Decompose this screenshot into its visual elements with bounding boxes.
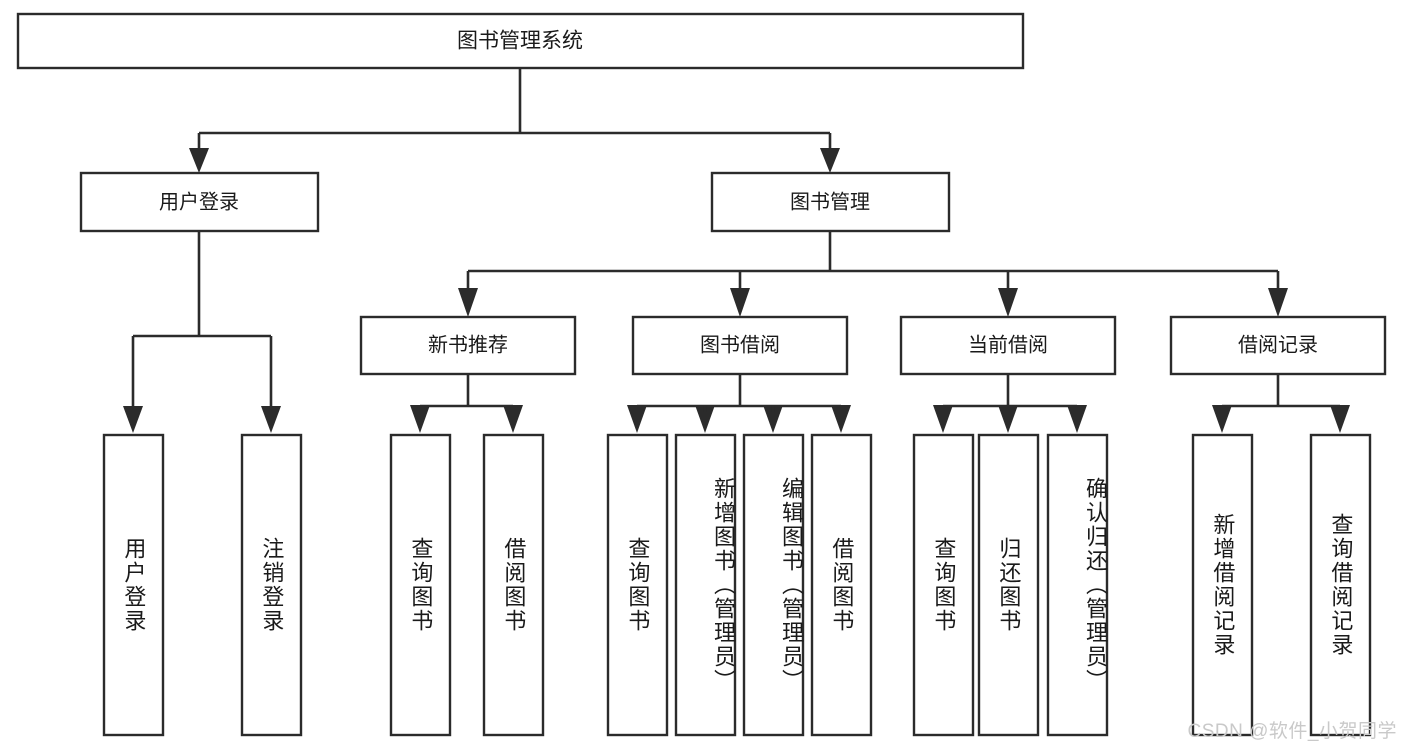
node-current-borrow-label: 当前借阅 — [968, 333, 1048, 356]
arrow-borrow-l2 — [695, 405, 715, 433]
connector-group-user-login — [123, 231, 281, 433]
arrow-newbook-l2 — [503, 405, 523, 433]
arrow-newbook-l1 — [410, 405, 430, 433]
arrow-book-to-c2 — [730, 288, 750, 317]
node-root-system[interactable]: 图书管理系统 — [16, 12, 1025, 70]
arrow-borrow-l1 — [627, 405, 647, 433]
leaf-box-br-add-record[interactable] — [1191, 433, 1254, 737]
node-book-management-box[interactable] — [710, 171, 951, 233]
connector-group-book-management — [458, 231, 1288, 317]
node-book-management[interactable]: 图书管理 — [710, 171, 951, 233]
node-user-login[interactable]: 用户登录 — [79, 171, 320, 233]
leaf-box-bb-edit-book[interactable] — [742, 433, 805, 737]
arrow-book-to-c4 — [1268, 288, 1288, 317]
connector-group-root — [189, 68, 840, 173]
leaf-box-nb-borrow-book[interactable] — [482, 433, 545, 737]
leaf-box-logout[interactable] — [240, 433, 303, 737]
arrow-borrow-l3 — [763, 405, 783, 433]
node-borrow-record-box[interactable] — [1169, 315, 1387, 376]
node-borrow-record[interactable]: 借阅记录 — [1169, 315, 1387, 376]
node-book-borrow-box[interactable] — [631, 315, 849, 376]
arrow-borrow-l4 — [831, 405, 851, 433]
arrow-current-l1 — [933, 405, 953, 433]
node-book-borrow-label: 图书借阅 — [700, 333, 780, 356]
arrow-book-to-c1 — [458, 288, 478, 317]
node-new-book-recommend-label: 新书推荐 — [428, 333, 508, 356]
arrow-user-leaf2 — [261, 406, 281, 433]
leaf-box-bb-borrow-book[interactable] — [810, 433, 873, 737]
node-current-borrow-box[interactable] — [899, 315, 1117, 376]
node-current-borrow[interactable]: 当前借阅 — [899, 315, 1117, 376]
arrow-book-to-c3 — [998, 288, 1018, 317]
node-book-management-label: 图书管理 — [790, 190, 870, 213]
connector-group-borrow-record — [1212, 374, 1350, 433]
leaf-box-br-query-record[interactable] — [1309, 433, 1372, 737]
leaf-box-cb-query-book[interactable] — [912, 433, 975, 737]
leaf-box-cb-return-book[interactable] — [977, 433, 1040, 737]
leaf-box-bb-add-book[interactable] — [674, 433, 737, 737]
arrow-user-leaf1 — [123, 406, 143, 433]
leaf-box-bb-query-book[interactable] — [606, 433, 669, 737]
connector-group-book-borrow — [627, 374, 851, 433]
node-borrow-record-label: 借阅记录 — [1238, 333, 1318, 356]
connector-group-current-borrow — [933, 374, 1087, 433]
node-user-login-label: 用户登录 — [159, 190, 239, 213]
node-root-system-box[interactable] — [16, 12, 1025, 70]
arrow-current-l2 — [998, 405, 1018, 433]
arrow-current-l3 — [1067, 405, 1087, 433]
arrow-root-to-user — [189, 148, 209, 173]
arrow-root-to-book — [820, 148, 840, 173]
node-user-login-box[interactable] — [79, 171, 320, 233]
node-new-book-recommend[interactable]: 新书推荐 — [359, 315, 577, 376]
connector-group-new-book — [410, 374, 523, 433]
leaf-box-user-login[interactable] — [102, 433, 165, 737]
arrow-record-l1 — [1212, 405, 1232, 433]
csdn-watermark: CSDN @软件_小贺同学 — [1187, 721, 1397, 742]
node-book-borrow[interactable]: 图书借阅 — [631, 315, 849, 376]
node-root-system-label: 图书管理系统 — [457, 30, 583, 53]
leaf-box-cb-confirm-return[interactable] — [1046, 433, 1109, 737]
arrow-record-l2 — [1330, 405, 1350, 433]
leaf-box-nb-query-book[interactable] — [389, 433, 452, 737]
node-new-book-recommend-box[interactable] — [359, 315, 577, 376]
